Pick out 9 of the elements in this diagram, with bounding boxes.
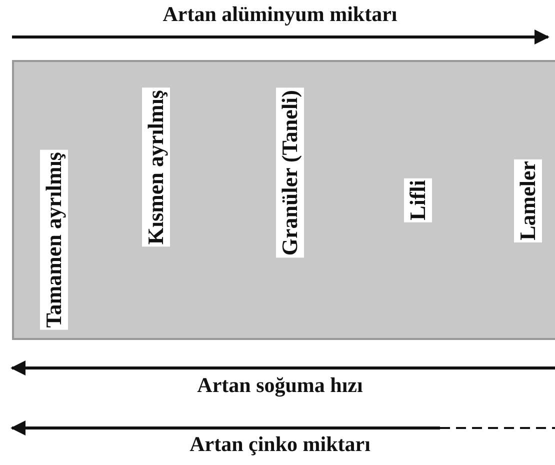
band — [12, 60, 555, 340]
axis-label: Artan alüminyum miktarı — [162, 2, 398, 27]
structure-label: Tamamen ayrılmış — [40, 150, 68, 330]
structure-label: Granüler (Taneli) — [276, 88, 304, 258]
structure-label: Lifli — [404, 178, 432, 222]
axis-label: Artan soğuma hızı — [197, 373, 363, 398]
structure-label: Kısmen ayrılmış — [142, 88, 170, 247]
axis-label: Artan çinko miktarı — [190, 432, 370, 457]
structure-label: Lameler — [514, 158, 542, 242]
